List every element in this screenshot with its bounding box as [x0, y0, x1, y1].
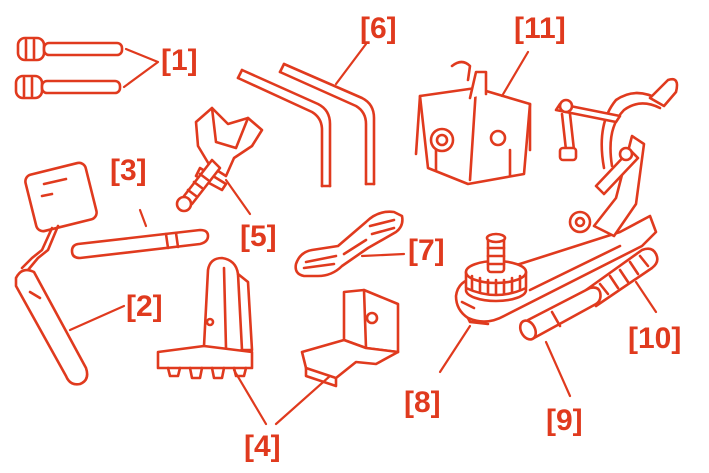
- knurled-nut: [464, 232, 528, 303]
- label-3: [3]: [110, 154, 147, 187]
- part-9-shaft: [9]: [518, 286, 602, 437]
- bolt-lower: [14, 74, 122, 100]
- label-9: [9]: [546, 404, 583, 437]
- label-4: [4]: [244, 430, 281, 463]
- bent-rod-left: [236, 68, 332, 188]
- label-11: [11]: [514, 12, 566, 45]
- label-6: [6]: [360, 12, 397, 45]
- label-7: [7]: [408, 234, 445, 267]
- label-2: [2]: [126, 290, 163, 323]
- part-11-fixture-block: [11]: [414, 12, 566, 186]
- part-2-pad-with-pin: [2]: [14, 161, 163, 386]
- part-3-rod: [3]: [70, 154, 210, 260]
- part-7-double-ended-plate: [7]: [294, 210, 445, 278]
- bracket-upright: [156, 256, 254, 380]
- part-10-knurled-handle: [10]: [584, 247, 681, 355]
- part-6-bent-rods: [6]: [236, 12, 397, 188]
- bent-rod-right: [278, 62, 376, 186]
- label-10: [10]: [628, 322, 681, 355]
- bolt-upper: [16, 36, 124, 62]
- clamp-arm: [554, 77, 679, 238]
- part-5-clamp: [5]: [175, 106, 277, 253]
- label-1: [1]: [161, 44, 198, 77]
- part-1-bolts: [1]: [14, 36, 198, 100]
- label-5: [5]: [240, 220, 277, 253]
- bracket-angled: [300, 288, 400, 388]
- part-4-brackets: [4]: [156, 256, 400, 463]
- label-8: [8]: [404, 386, 441, 419]
- part-8-base-plate: [8]: [404, 77, 679, 419]
